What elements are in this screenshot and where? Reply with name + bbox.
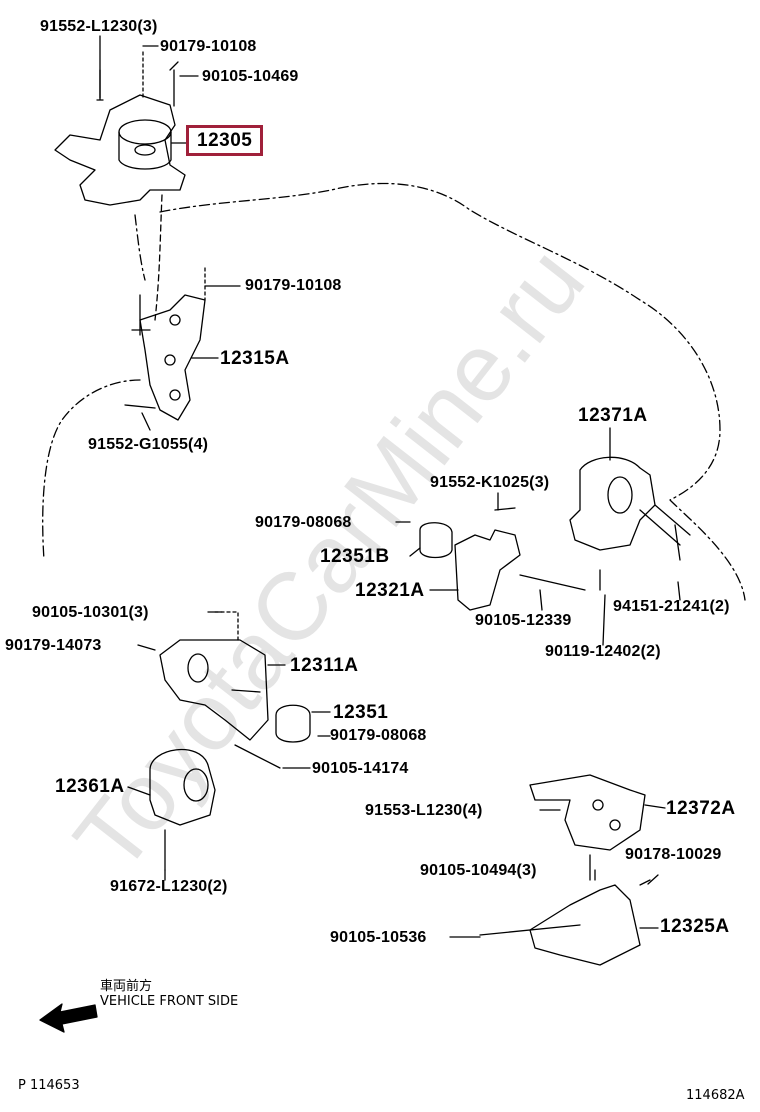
engine-outline-left (42, 214, 146, 561)
callout-90105-10469: 90105-10469 (202, 68, 299, 85)
callout-94151-21241: 94151-21241(2) (613, 598, 730, 615)
callout-90105-14174: 90105-14174 (312, 760, 409, 777)
callout-91672-l1230: 91672-L1230(2) (110, 878, 228, 895)
callout-90179-08068-upper: 90179-08068 (255, 514, 352, 531)
bracket-12325a-drawing (479, 854, 651, 966)
callout-90105-10494: 90105-10494(3) (420, 862, 537, 879)
callout-12361a: 12361A (55, 776, 125, 797)
callout-90179-10108: 90179-10108 (245, 277, 342, 294)
bracket-12315a-drawing (124, 194, 206, 421)
callout-90178-10029: 90178-10029 (625, 846, 722, 863)
callout-90105-12339: 90105-12339 (475, 612, 572, 629)
callout-12372a: 12372A (666, 798, 736, 819)
front-side-label-jp: 車両前方 (100, 979, 153, 994)
callout-12371a: 12371A (578, 405, 648, 426)
callout-12351: 12351 (333, 702, 389, 723)
callout-12351b: 12351B (320, 546, 390, 567)
bracket-12321a-drawing (419, 507, 601, 611)
callout-12311a: 12311A (290, 655, 359, 676)
callout-91552-l1230: 91552-L1230(3) (40, 18, 158, 35)
mount-12371a-drawing (569, 456, 691, 561)
footer-left-code: P 114653 (18, 1078, 80, 1093)
callout-90119-12402: 90119-12402(2) (545, 643, 661, 660)
leader-lines (99, 35, 681, 938)
callout-12321a: 12321A (355, 580, 425, 601)
front-arrow-shape (39, 1003, 98, 1033)
mount-12305-drawing (54, 51, 186, 206)
bracket-12311a-drawing (159, 611, 311, 769)
callout-90105-10301: 90105-10301(3) (32, 604, 149, 621)
callout-12315a: 12315A (220, 348, 290, 369)
callout-90105-10536: 90105-10536 (330, 929, 427, 946)
callout-90179-10108-top: 90179-10108 (160, 38, 257, 55)
callout-90179-08068-lower: 90179-08068 (330, 727, 427, 744)
engine-outline (159, 182, 746, 601)
callout-12305-highlighted: 12305 (186, 125, 264, 156)
callout-12325a: 12325A (660, 916, 730, 937)
callout-90179-14073: 90179-14073 (5, 637, 102, 654)
mount-12361a-drawing (149, 748, 216, 871)
callout-91552-k1025: 91552-K1025(3) (430, 474, 550, 491)
front-side-label-en: VEHICLE FRONT SIDE (100, 994, 239, 1009)
callout-91553-l1230: 91553-L1230(4) (365, 802, 483, 819)
bracket-12372a-drawing (529, 774, 646, 851)
callout-91552-g1055: 91552-G1055(4) (88, 436, 209, 453)
footer-right-code: 114682A (686, 1088, 745, 1103)
